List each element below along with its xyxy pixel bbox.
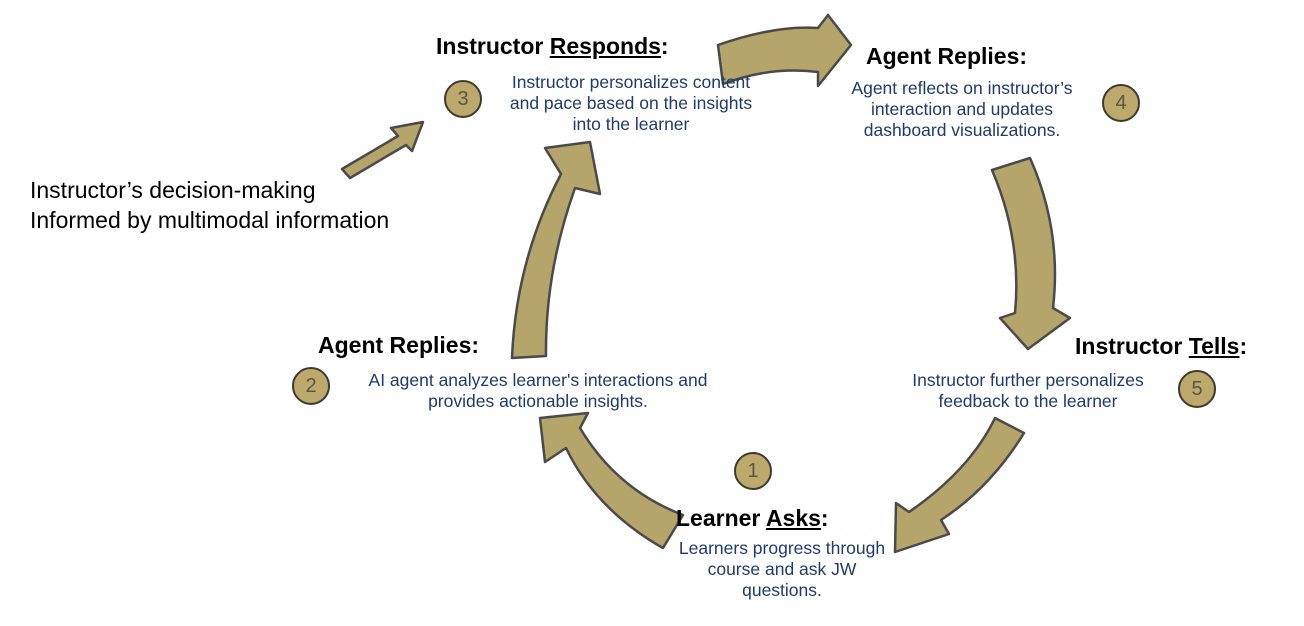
step-3-title: Instructor Responds:: [436, 33, 669, 59]
step-5-title-prefix: Instructor: [1075, 333, 1189, 359]
step-5-title: Instructor Tells:: [1075, 333, 1248, 359]
step-4-title-prefix: Agent Replies:: [866, 43, 1028, 69]
step-5-badge: 5: [1178, 370, 1216, 408]
arrow-tells-to-asks: [893, 416, 1026, 554]
step-1-title: Learner Asks:: [676, 505, 829, 531]
step-5-title-keyword: Tells: [1188, 333, 1240, 359]
step-1-title-prefix: Learner: [676, 505, 766, 531]
step-1-badge: 1: [734, 452, 772, 490]
step-3-title-suffix: :: [660, 33, 669, 59]
step-2-badge: 2: [292, 367, 330, 405]
step-3-title-prefix: Instructor: [436, 33, 550, 59]
arrow-replies-to-responds: [510, 140, 602, 360]
step-3-description: Instructor personalizes content and pace…: [509, 72, 753, 134]
arrow-asks-to-replies: [538, 411, 685, 550]
arrow-decision-making: [340, 120, 425, 180]
decision-making-note-line-1: Instructor’s decision-making: [30, 177, 316, 203]
decision-making-note: Instructor’s decision-making Informed by…: [30, 175, 389, 235]
step-2-description: AI agent analyzes learner's interactions…: [368, 370, 708, 411]
step-5-number: 5: [1191, 377, 1203, 400]
step-3-number: 3: [457, 87, 469, 110]
step-4-badge: 4: [1102, 84, 1140, 122]
arrow-responds-to-replies: [716, 13, 853, 88]
step-2-title: Agent Replies:: [318, 332, 480, 358]
step-1-description: Learners progress through course and ask…: [678, 538, 886, 600]
step-3-title-keyword: Responds: [549, 33, 661, 59]
step-1-title-keyword: Asks: [765, 505, 821, 531]
step-2-title-prefix: Agent Replies:: [318, 332, 480, 358]
decision-making-note-line-2: Informed by multimodal information: [30, 207, 390, 233]
step-4-description: Agent reflects on instructor’s interacti…: [851, 78, 1073, 140]
step-4-title: Agent Replies:: [866, 43, 1028, 69]
step-1-title-suffix: :: [820, 505, 829, 531]
step-1-number: 1: [747, 459, 759, 482]
step-5-title-suffix: :: [1239, 333, 1248, 359]
step-5-description: Instructor further personalizes feedback…: [912, 370, 1144, 411]
step-2-number: 2: [305, 374, 317, 397]
arrow-replies-to-tells: [990, 156, 1072, 351]
step-3-badge: 3: [444, 80, 482, 118]
step-4-number: 4: [1115, 91, 1127, 114]
